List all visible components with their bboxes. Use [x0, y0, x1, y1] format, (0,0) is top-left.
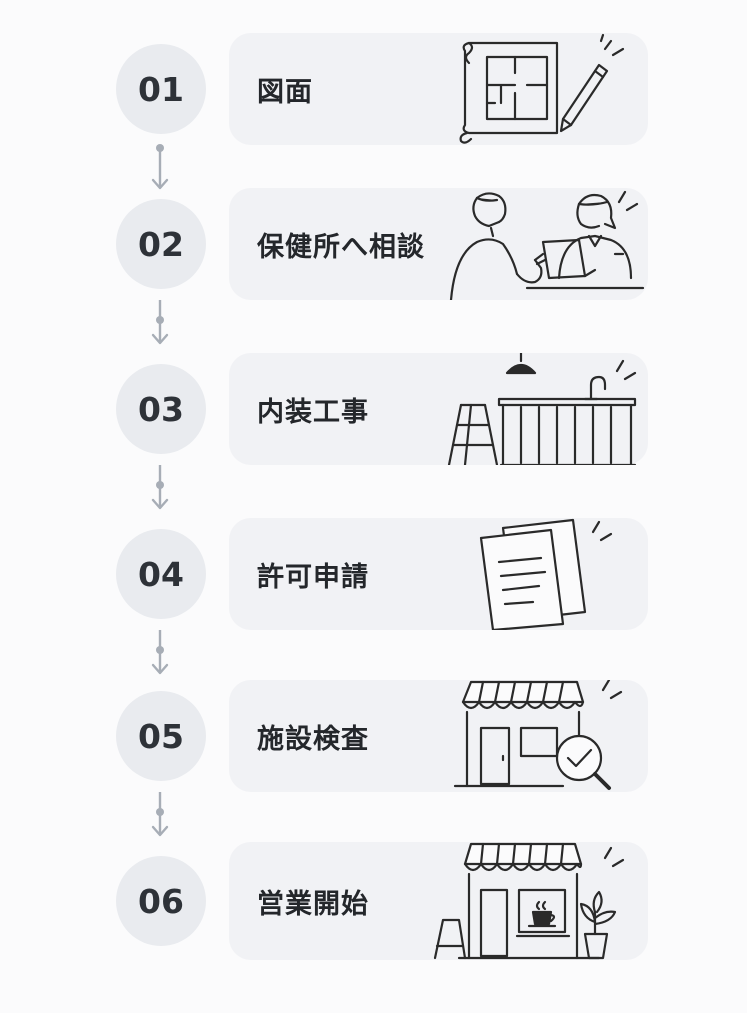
store-inspection-icon	[453, 680, 623, 790]
step-label: 図面	[257, 76, 313, 108]
step-label: 内装工事	[257, 396, 369, 428]
step-label: 施設検査	[257, 723, 369, 755]
step-card: 内装工事	[229, 353, 648, 465]
step-card: 営業開始	[229, 842, 648, 960]
step-label: 保健所へ相談	[257, 231, 425, 263]
cafe-opening-icon	[433, 842, 625, 960]
documents-icon	[479, 518, 613, 630]
connector-arrow	[151, 630, 169, 675]
step-number: 05	[116, 691, 206, 781]
connector-arrow	[151, 300, 169, 345]
step-number: 02	[116, 199, 206, 289]
step-label: 営業開始	[257, 888, 369, 920]
step-card: 保健所へ相談	[229, 188, 648, 300]
step-card: 施設検査	[229, 680, 648, 792]
interior-construction-icon	[447, 353, 637, 465]
step-number: 06	[116, 856, 206, 946]
connector-arrow	[151, 465, 169, 510]
step-number: 03	[116, 364, 206, 454]
step-number: 01	[116, 44, 206, 134]
blueprint-icon	[459, 33, 625, 144]
consultation-icon	[449, 190, 645, 300]
connector-arrow	[151, 792, 169, 837]
step-card: 許可申請	[229, 518, 648, 630]
step-number: 04	[116, 529, 206, 619]
connector-arrow	[151, 144, 169, 190]
step-label: 許可申請	[257, 561, 369, 593]
step-card: 図面	[229, 33, 648, 145]
